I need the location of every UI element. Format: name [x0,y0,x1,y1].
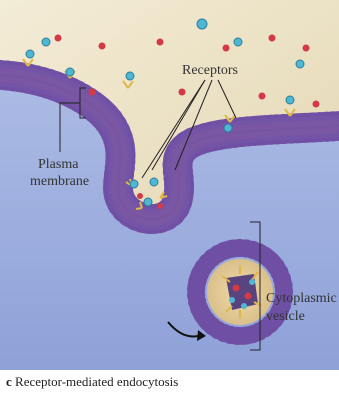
ligand-blue [296,60,304,68]
caption-letter: c [6,374,12,389]
ligand-red [313,101,320,108]
ligand-blue [26,50,34,58]
ligand-blue [150,178,158,186]
ligand-red [269,35,276,42]
vesicle-label-line1: Cytoplasmic [266,291,337,306]
ligand-red [157,39,164,46]
ligand-red [259,93,266,100]
plasma-membrane-label-line1: Plasma [38,157,79,172]
plasma-membrane-label-line2: membrane [30,174,89,189]
ligand-red [55,35,62,42]
ligand-blue [66,68,74,76]
ligand-blue [144,198,152,206]
ligand-blue [286,96,294,104]
figure-caption: c Receptor-mediated endocytosis [6,374,178,389]
ligand-blue [130,180,138,188]
vesicle-label-line2: vesicle [266,309,305,324]
ligand-blue [197,19,207,29]
ligand-red [157,203,163,209]
ligand-blue [224,124,232,132]
ligand-red [99,43,106,50]
ligand-blue [234,38,242,46]
ligand-blue [126,72,134,80]
ligand-red [89,89,96,96]
ligand-red [137,193,143,199]
caption-text: Receptor-mediated endocytosis [15,374,178,389]
ligand-red [179,89,186,96]
ligand-red [303,45,310,52]
receptors-label: Receptors [182,63,238,78]
ligand-red [223,45,230,52]
ligand-blue [42,38,50,46]
